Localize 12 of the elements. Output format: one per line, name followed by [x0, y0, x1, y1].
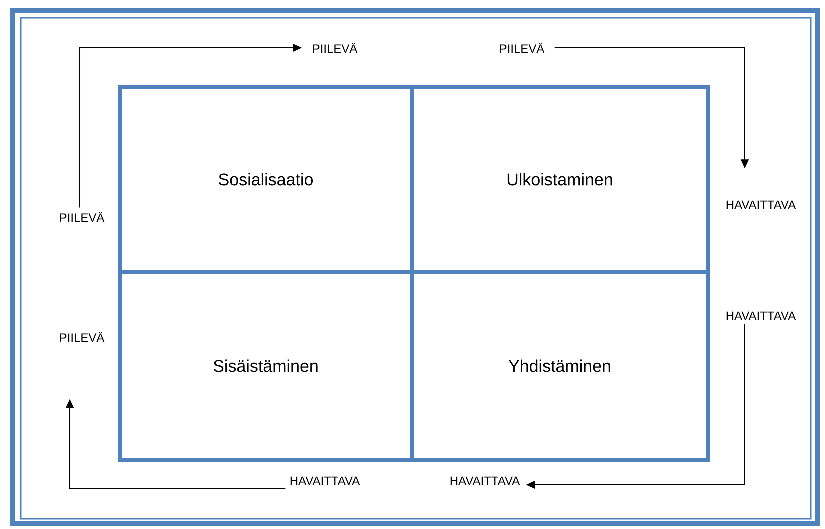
axis-label: PIILEVÄ	[60, 212, 105, 222]
quadrant-box: Sosialisaatio	[118, 84, 414, 274]
axis-label: HAVAITTAVA	[450, 476, 520, 486]
axis-label: PIILEVÄ	[500, 42, 545, 53]
axis-label: PIILEVÄ	[60, 332, 105, 342]
axis-label: HAVAITTAVA	[726, 200, 796, 210]
axis-label: HAVAITTAVA	[290, 476, 360, 486]
axis-label: PIILEVÄ	[313, 42, 358, 53]
quadrant-box: Yhdistäminen	[410, 270, 710, 462]
axis-label: HAVAITTAVA	[726, 312, 796, 320]
quadrant-box: Sisäistäminen	[118, 270, 414, 462]
quadrant-box: Ulkoistaminen	[410, 84, 710, 274]
